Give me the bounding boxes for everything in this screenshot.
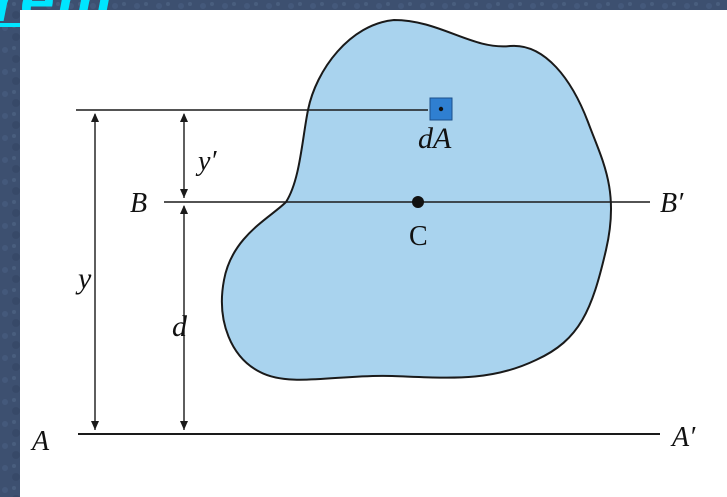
label-dimension-y-prime: y′ xyxy=(195,146,217,177)
label-area-element: dA xyxy=(418,122,452,155)
label-dimension-y: y xyxy=(75,262,92,295)
area-element-dot xyxy=(438,106,444,112)
label-centroid: C xyxy=(409,221,428,252)
label-axis-b-right: B′ xyxy=(660,188,684,219)
centroid-point xyxy=(412,196,424,208)
label-dimension-d: d xyxy=(172,310,188,343)
label-axis-a-right: A′ xyxy=(670,422,696,453)
label-axis-b-left: B xyxy=(130,188,147,219)
label-axis-a-left: A xyxy=(30,426,50,457)
parallel-axis-diagram: dA C B B′ A A′ y′ y d xyxy=(20,10,727,497)
